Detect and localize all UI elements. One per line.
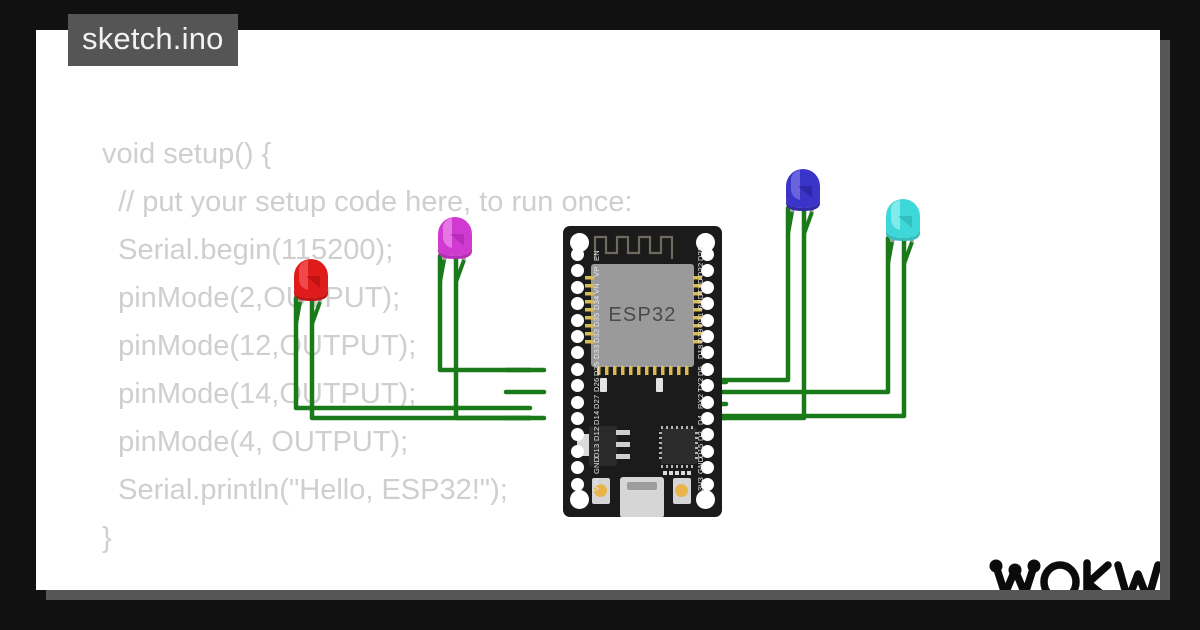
- pin-label-rx2-right: RX2: [696, 393, 705, 409]
- esp32-module-can: ESP32: [591, 264, 694, 367]
- pin-d33-left[interactable]: [571, 346, 584, 360]
- smd-pad-right: [656, 378, 663, 392]
- pin-label-d21-right: D21: [696, 312, 705, 327]
- silkscreen-dots: [663, 471, 691, 475]
- led-magenta-highlight: [443, 218, 452, 248]
- regulator-leg-1: [616, 430, 630, 435]
- pin-d27-left[interactable]: [571, 395, 584, 409]
- mounting-hole-bl: [570, 490, 589, 509]
- code-line-3: Serial.begin(115200);: [102, 234, 394, 266]
- pin-label-txd-right: TXD: [696, 278, 705, 294]
- pin-label-d22-right: D22: [696, 263, 705, 278]
- code-line-8: Serial.println("Hello, ESP32!");: [102, 474, 508, 506]
- led-blue-inner-reflector: [798, 186, 812, 198]
- mounting-hole-br: [696, 490, 715, 509]
- pin-label-3v3-right: 3V3: [696, 476, 705, 491]
- usb-uart-chip: [661, 428, 697, 464]
- code-line-2: // put your setup code here, to run once…: [102, 186, 633, 218]
- code-line-9: }: [102, 522, 112, 554]
- led-cyan[interactable]: [878, 194, 930, 269]
- led-cyan-inner-reflector: [898, 216, 912, 228]
- pin-label-d4-right: D4: [696, 415, 705, 425]
- pin-d13-left[interactable]: [571, 444, 584, 458]
- pin-en-left[interactable]: [571, 248, 584, 261]
- pin-label-d2-right: D2: [696, 431, 705, 442]
- led-red-inner-reflector: [306, 276, 320, 288]
- smd-pad-left: [600, 378, 607, 392]
- pin-vin-left[interactable]: [571, 477, 584, 491]
- pin-label-d18-right: D18: [696, 345, 705, 360]
- led-red[interactable]: [286, 254, 338, 329]
- code-line-1: void setup() {: [102, 138, 272, 170]
- led-cyan-highlight: [891, 200, 900, 230]
- pin-d25-left[interactable]: [571, 362, 584, 376]
- regulator-leg-3: [616, 454, 630, 459]
- pin-d15-right[interactable]: [701, 444, 714, 458]
- pin-d2-right[interactable]: [701, 428, 714, 442]
- pin-label-d15-right: D15: [696, 443, 705, 458]
- diagram-canvas[interactable]: void setup() { // put your setup code he…: [36, 30, 1160, 590]
- pin-d14-left[interactable]: [571, 412, 584, 425]
- pin-d12-left[interactable]: [571, 428, 584, 442]
- pin-vp-left[interactable]: [571, 264, 584, 278]
- esp32-devkit-board[interactable]: ESP32: [563, 226, 722, 517]
- led-red-highlight: [299, 260, 308, 290]
- wokwi-logo-nodes: [989, 559, 1041, 590]
- pin-label-d19-right: D19: [696, 328, 705, 343]
- pcb-antenna-trace: [593, 235, 674, 259]
- pin-label-d5-right: D5: [696, 365, 705, 376]
- led-blue-highlight: [791, 170, 800, 200]
- micro-usb-notch: [627, 482, 657, 490]
- pin-gnd-left[interactable]: [571, 461, 584, 475]
- code-line-10: [102, 562, 742, 590]
- enable-button-cap[interactable]: [675, 484, 688, 497]
- pin-3v3-right[interactable]: [701, 477, 714, 491]
- pin-vn-left[interactable]: [571, 280, 584, 294]
- regulator-leg-2: [616, 442, 630, 447]
- pin-label-rxd-right: RXD: [696, 293, 705, 311]
- boot-button-cap[interactable]: [594, 484, 607, 497]
- pin-d26-left[interactable]: [571, 379, 584, 393]
- voltage-regulator: [589, 426, 617, 466]
- pin-label-gnd-right: GND: [696, 456, 705, 475]
- led-blue[interactable]: [778, 164, 830, 239]
- wokwi-logo: [989, 559, 1160, 590]
- pin-label-tx2-right: TX2: [696, 377, 705, 393]
- pin-label-d23-right: D23: [696, 246, 705, 261]
- mounting-hole-tl: [570, 233, 589, 252]
- file-tab-sketch-ino[interactable]: sketch.ino: [68, 14, 238, 66]
- pin-d35-left[interactable]: [571, 313, 584, 327]
- pin-gnd-right[interactable]: [701, 461, 714, 475]
- code-line-7: pinMode(4, OUTPUT);: [102, 426, 409, 458]
- esp32-chip-label: ESP32: [608, 304, 677, 326]
- pin-d32-left[interactable]: [571, 330, 584, 343]
- pin-d34-left[interactable]: [571, 297, 584, 311]
- led-magenta-inner-reflector: [450, 234, 464, 246]
- led-magenta[interactable]: [430, 212, 482, 287]
- usb-uart-chip-pins: [659, 426, 698, 468]
